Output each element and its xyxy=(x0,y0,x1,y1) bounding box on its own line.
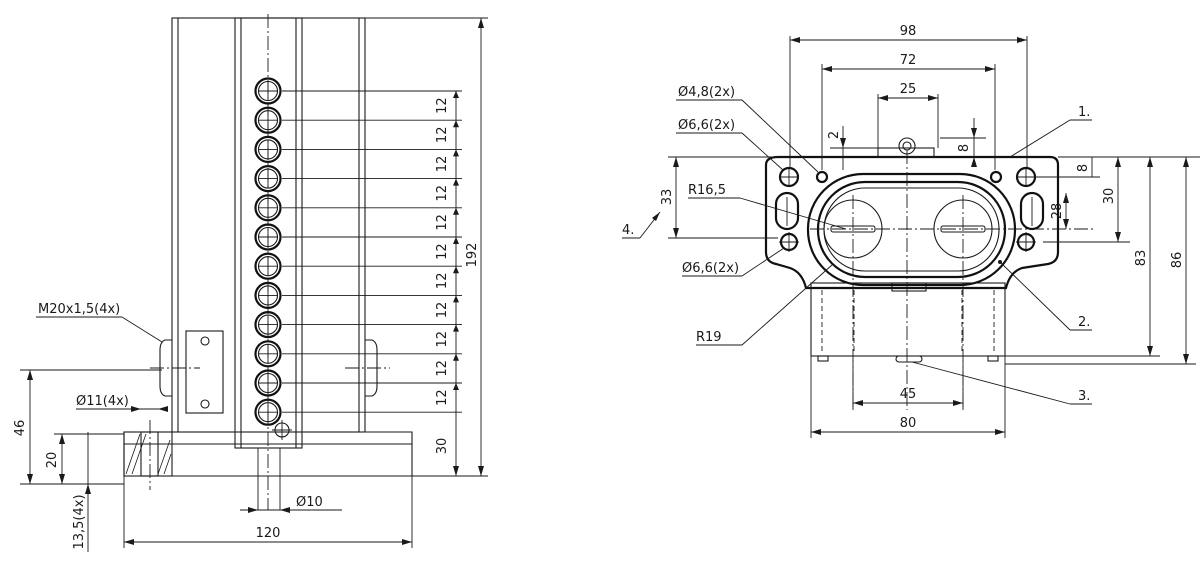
dim-28: 28 xyxy=(1050,203,1065,220)
dim-192: 192 xyxy=(465,243,480,268)
section-hatching xyxy=(125,433,172,475)
label-thread: M20x1,5(4x) xyxy=(38,302,120,317)
index-holes xyxy=(254,77,282,426)
dim-98: 98 xyxy=(900,24,917,39)
side-view: 98 72 25 2 8 8 28 xyxy=(622,24,1200,438)
dim-30-base: 30 xyxy=(435,438,450,455)
stadium-outer xyxy=(806,172,1017,287)
index-hole xyxy=(254,223,282,251)
dim-2: 2 xyxy=(827,131,842,139)
dim-8-top: 8 xyxy=(957,144,972,152)
pitch-ladder xyxy=(282,90,462,413)
plunger-base xyxy=(877,147,935,158)
dim-pitch-12: 12 xyxy=(435,97,450,114)
dowel-hole-right xyxy=(989,170,1003,184)
dim-pitch-12: 12 xyxy=(435,331,450,348)
dim-25: 25 xyxy=(900,82,917,97)
screw-hole xyxy=(200,399,210,409)
pitch-labels: 12 12 12 12 12 12 12 12 12 12 12 xyxy=(435,97,450,406)
label-r19: R19 xyxy=(696,330,722,345)
label-hole-4-8: Ø4,8(2x) xyxy=(678,85,735,100)
center-rail xyxy=(234,17,303,449)
mounting-plate xyxy=(764,155,1060,290)
callout-1: 1. xyxy=(1078,105,1090,120)
plunger-knob xyxy=(898,137,916,155)
index-hole xyxy=(254,281,282,309)
index-hole xyxy=(254,106,282,134)
dim-pitch-12: 12 xyxy=(435,273,450,290)
dim-30: 30 xyxy=(1102,188,1117,205)
lower-body xyxy=(810,282,1006,357)
label-hole-6-6-bottom: Ø6,6(2x) xyxy=(682,261,739,276)
dim-86: 86 xyxy=(1170,252,1185,269)
foot xyxy=(817,355,829,362)
dim-pitch-12: 12 xyxy=(435,156,450,173)
foot xyxy=(895,355,923,363)
callout-4: 4. xyxy=(622,223,634,238)
dim-33: 33 xyxy=(660,189,675,206)
index-hole xyxy=(254,369,282,397)
index-hole xyxy=(254,252,282,280)
label-pin-diameter: Ø10 xyxy=(296,495,323,510)
dim-pitch-12: 12 xyxy=(435,243,450,260)
dim-46: 46 xyxy=(13,420,28,437)
front-view: 12 12 12 12 12 12 12 12 12 12 12 192 30 46 20 13,5… xyxy=(13,14,488,552)
slot-right xyxy=(1019,191,1045,231)
dim-pitch-12: 12 xyxy=(435,185,450,202)
index-hole xyxy=(254,311,282,339)
dim-80: 80 xyxy=(900,416,917,431)
clamp-plate xyxy=(185,330,224,414)
foot xyxy=(987,355,999,362)
callout-3: 3. xyxy=(1078,389,1090,404)
dim-72: 72 xyxy=(900,53,917,68)
index-hole xyxy=(254,398,282,426)
dim-13-5: 13,5(4x) xyxy=(72,494,87,549)
index-hole xyxy=(254,135,282,163)
dowel-hole-left xyxy=(815,170,829,184)
dim-20: 20 xyxy=(45,452,60,469)
index-hole xyxy=(254,194,282,222)
dim-pitch-12: 12 xyxy=(435,302,450,319)
dim-45: 45 xyxy=(900,387,917,402)
index-hole xyxy=(254,340,282,368)
dim-pitch-12: 12 xyxy=(435,389,450,406)
dim-pitch-12: 12 xyxy=(435,214,450,231)
slot-left xyxy=(774,191,800,231)
callout-2: 2. xyxy=(1078,315,1090,330)
screw-hole xyxy=(200,336,210,346)
stadium-inner xyxy=(816,180,1007,279)
label-hole-6-6-top: Ø6,6(2x) xyxy=(678,118,735,133)
index-hole xyxy=(254,165,282,193)
dim-120: 120 xyxy=(256,526,281,541)
label-bore: Ø11(4x) xyxy=(76,394,129,409)
dim-pitch-12: 12 xyxy=(435,360,450,377)
index-hole xyxy=(254,77,282,105)
dim-pitch-12: 12 xyxy=(435,127,450,144)
dim-83: 83 xyxy=(1134,250,1149,267)
label-r16-5: R16,5 xyxy=(688,183,726,198)
dim-8-right: 8 xyxy=(1076,164,1091,172)
